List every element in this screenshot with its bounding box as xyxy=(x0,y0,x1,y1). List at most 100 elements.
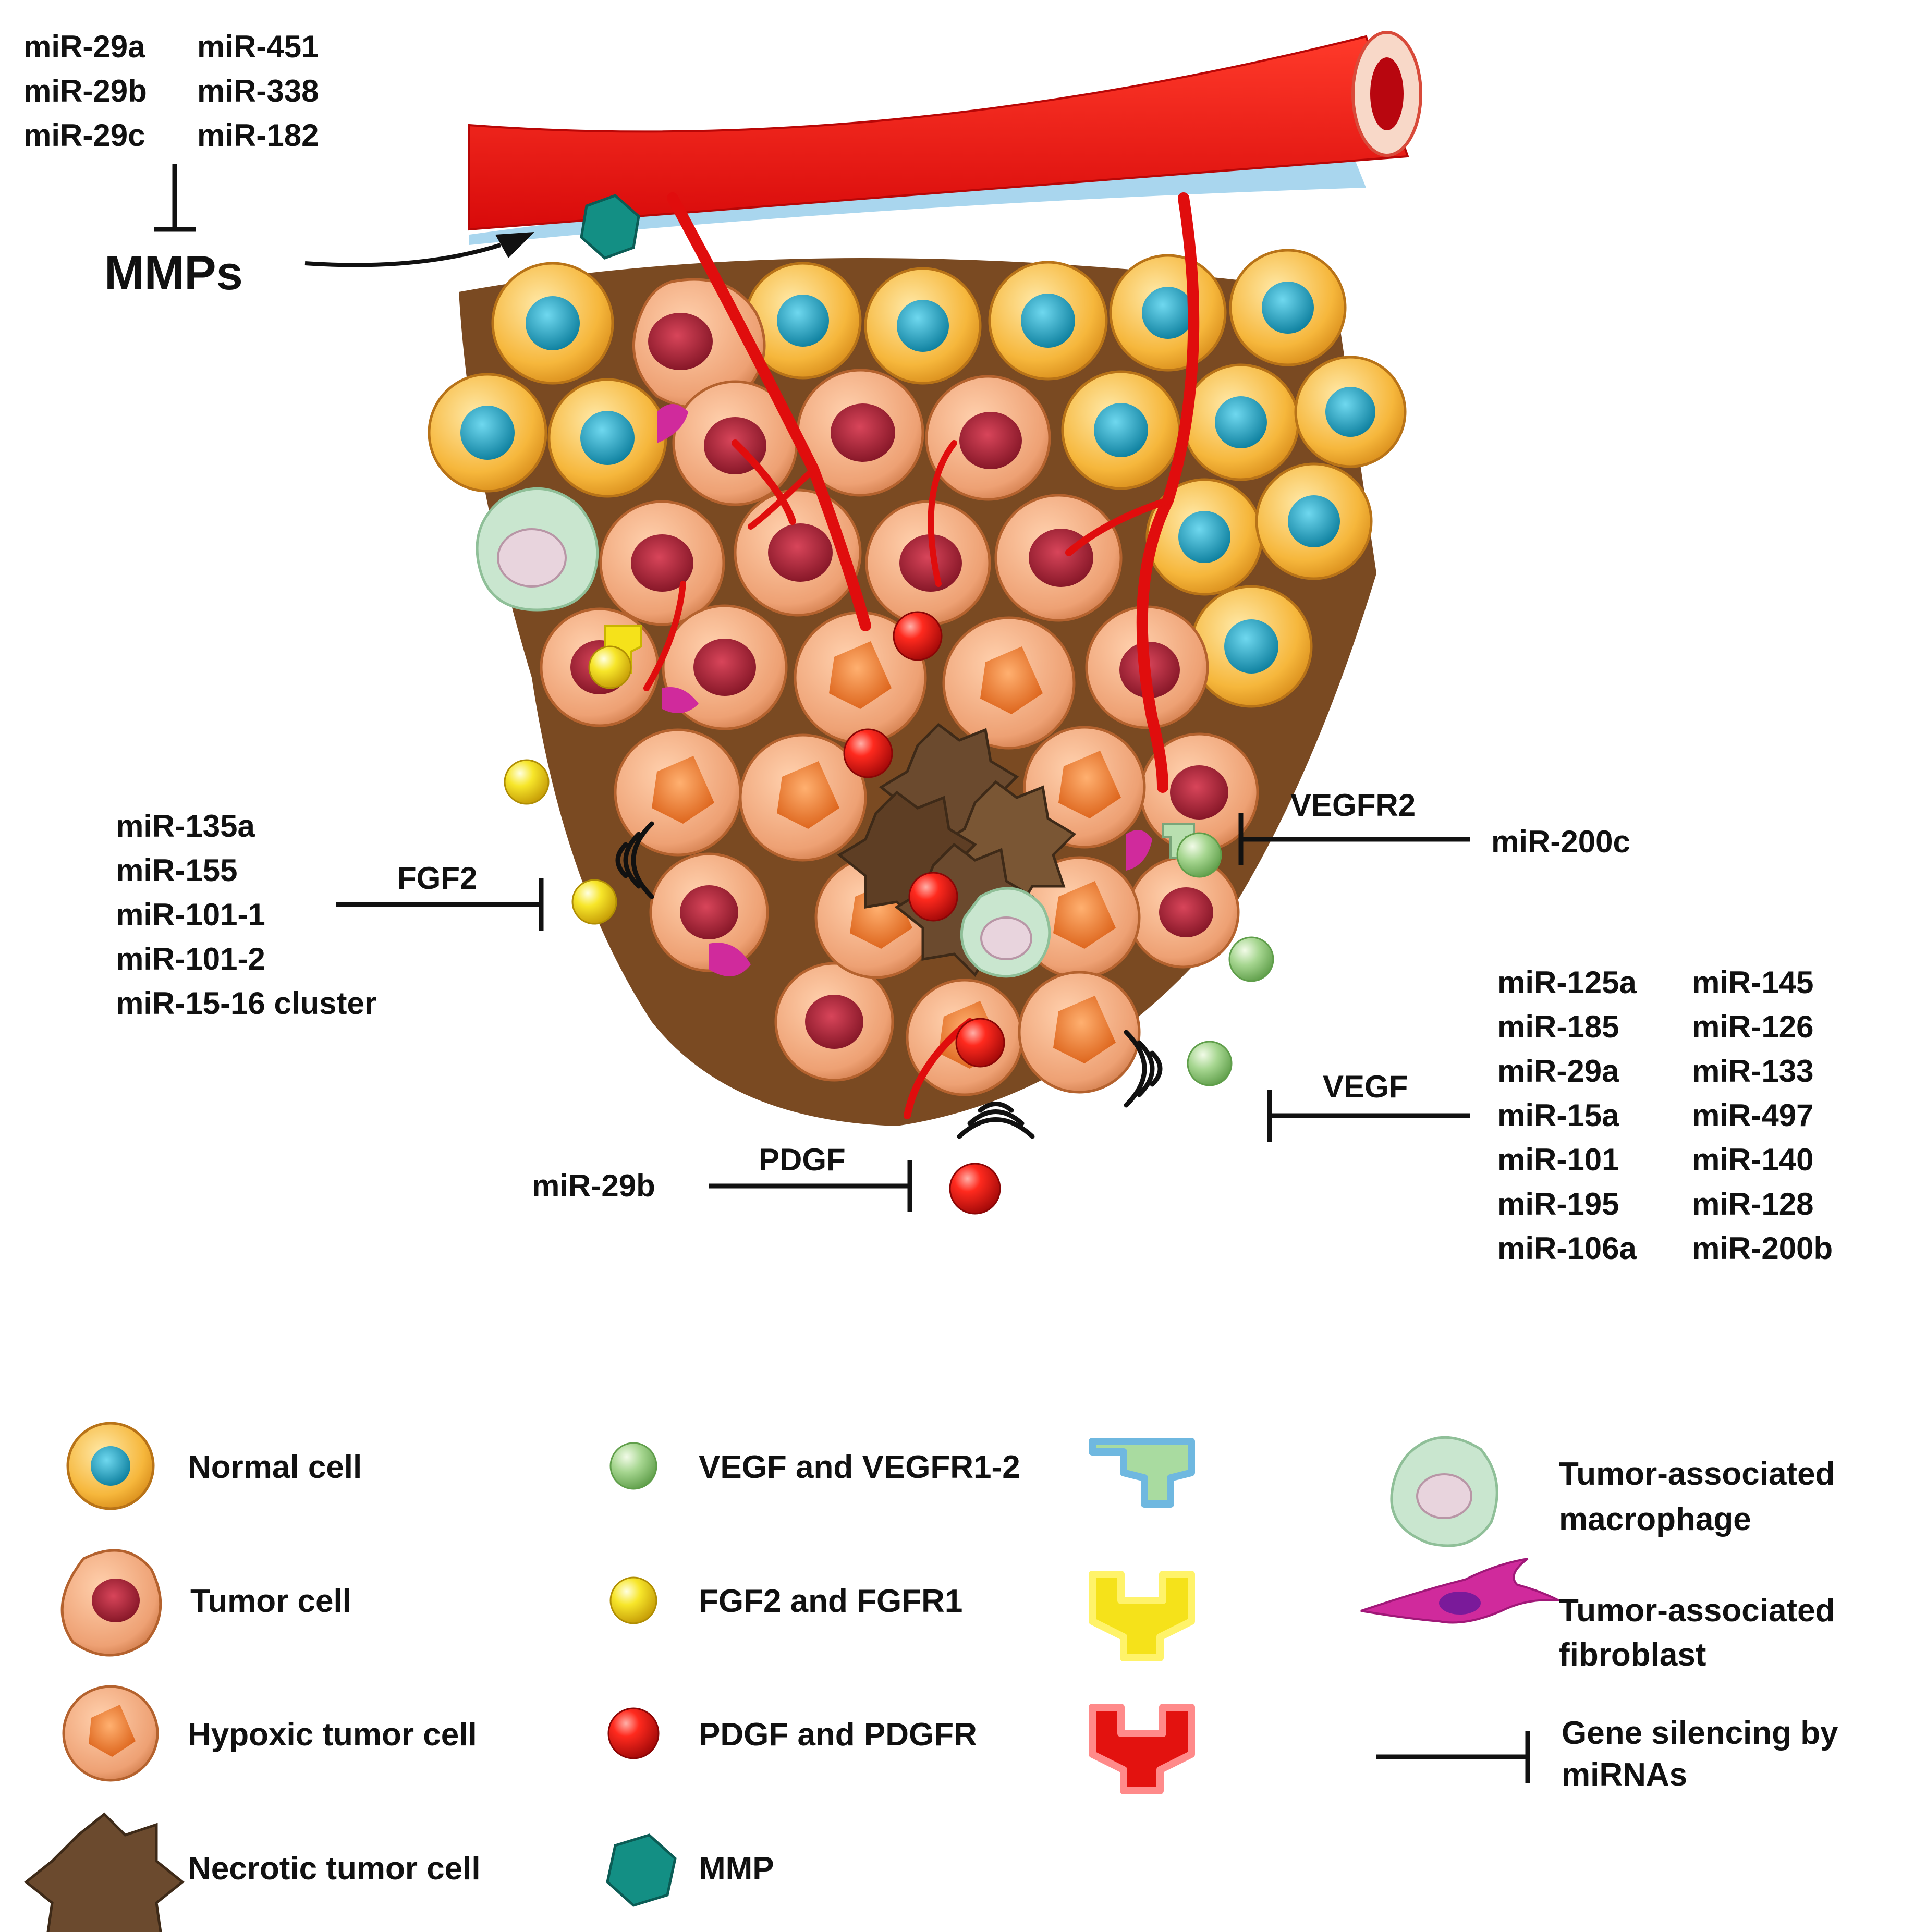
blood-vessel xyxy=(468,31,1422,1119)
vegf-mir-13: miR-128 xyxy=(1692,1187,1813,1221)
legend-fibroblast-label-1: Tumor-associated xyxy=(1559,1593,1835,1629)
normal-cell xyxy=(744,262,862,380)
pdgf-molecule xyxy=(955,1018,1005,1068)
legend-mmp-label: MMP xyxy=(699,1851,774,1887)
legend-gene-silencing-label-2: miRNAs xyxy=(1562,1757,1687,1793)
normal-cell xyxy=(547,378,667,498)
normal-cell xyxy=(1145,478,1263,596)
mmp-arrow xyxy=(304,243,502,267)
vegfr2-annotation: VEGFR2 miR-200c xyxy=(1238,788,1630,865)
legend-fgf2-icon xyxy=(609,1576,657,1624)
normal-cell xyxy=(864,267,982,385)
vessel-shadow xyxy=(469,162,1366,245)
legend-fibroblast-label-2: fibroblast xyxy=(1559,1637,1706,1673)
legend-pdgf: PDGF and PDGFR xyxy=(607,1704,1195,1794)
mmp-mir-4: miR-451 xyxy=(197,29,319,64)
legend: Normal cell Tumor cell Hypoxic tumor cel… xyxy=(23,1422,1838,1932)
legend-fgf2-label: FGF2 and FGFR1 xyxy=(699,1583,962,1619)
hypoxic-tumor-cell xyxy=(942,616,1076,750)
vegf-mir-12: miR-140 xyxy=(1692,1142,1813,1177)
legend-gene-silencing-label-1: Gene silencing by xyxy=(1562,1715,1838,1751)
legend-mmp-icon xyxy=(606,1833,677,1907)
capillaries xyxy=(643,192,1200,1119)
tumor-cell xyxy=(649,852,769,972)
mmp-molecule xyxy=(580,194,640,260)
legend-vegfr-receptor-icon xyxy=(1089,1438,1195,1508)
fgf-mir-5: miR-15-16 cluster xyxy=(116,986,376,1021)
tumor-tissue xyxy=(428,249,1407,1126)
vegf-annotation: VEGF miR-125a miR-185 miR-29a miR-15a mi… xyxy=(1267,965,1833,1266)
signal-waves xyxy=(615,821,1163,1139)
tumor-cell xyxy=(994,494,1123,622)
legend-gene-silencing: Gene silencing by miRNAs xyxy=(1376,1715,1838,1793)
pdgf-molecule xyxy=(893,611,943,661)
legend-vegf: VEGF and VEGFR1-2 xyxy=(609,1438,1195,1508)
legend-necrotic-tumor-cell-icon xyxy=(23,1812,185,1932)
legend-macrophage-label-2: macrophage xyxy=(1559,1501,1751,1537)
vegf-molecule xyxy=(1228,936,1274,982)
legend-macrophage: Tumor-associated macrophage xyxy=(1390,1436,1835,1547)
normal-cell xyxy=(988,261,1108,381)
pdgf-molecule xyxy=(949,1163,1001,1215)
legend-hypoxic-tumor-cell: Hypoxic tumor cell xyxy=(62,1685,477,1782)
fgf2-molecule xyxy=(504,759,550,805)
fgf2-molecule xyxy=(571,879,617,925)
mmps-label: MMPs xyxy=(104,247,243,300)
fibroblast xyxy=(662,687,699,713)
normal-cell xyxy=(428,373,547,493)
legend-fibroblast: Tumor-associated fibroblast xyxy=(1360,1558,1835,1673)
vegf-mir-3: miR-29a xyxy=(1497,1054,1619,1089)
normal-cell xyxy=(1190,585,1313,708)
legend-normal-cell: Normal cell xyxy=(66,1422,362,1510)
mmp-annotation: miR-29a miR-29b miR-29c miR-451 miR-338 … xyxy=(23,29,534,300)
vegf-mir-7: miR-106a xyxy=(1497,1231,1637,1266)
vegf-mir-14: miR-200b xyxy=(1692,1231,1833,1266)
legend-necrotic-tumor-cell: Necrotic tumor cell xyxy=(23,1812,481,1932)
mmp-mir-5: miR-338 xyxy=(197,74,319,108)
pdgf-molecule xyxy=(843,728,893,778)
tumor-cell xyxy=(796,369,924,497)
normal-cell xyxy=(1061,370,1181,490)
fibroblast xyxy=(709,943,751,976)
legend-fgf2: FGF2 and FGFR1 xyxy=(609,1571,1195,1661)
macrophage-large xyxy=(476,487,599,612)
vegf-molecule xyxy=(1176,832,1222,878)
vegf-mir-11: miR-497 xyxy=(1692,1098,1813,1133)
hypoxic-tumor-cell xyxy=(1018,971,1141,1094)
legend-macrophage-label-1: Tumor-associated xyxy=(1559,1456,1835,1492)
fibroblast xyxy=(1126,830,1152,871)
hypoxic-tumor-cell xyxy=(614,728,742,857)
fgf2-label: FGF2 xyxy=(397,861,477,896)
tumor-cell xyxy=(774,962,894,1082)
hypoxic-tumor-cell xyxy=(739,733,867,862)
hypoxic-tumor-cell xyxy=(794,611,927,744)
vegf-mir-6: miR-195 xyxy=(1497,1187,1619,1221)
legend-vegf-icon xyxy=(609,1442,657,1490)
mir-200c-label: miR-200c xyxy=(1491,824,1630,859)
normal-cell xyxy=(1255,462,1373,580)
normal-cell xyxy=(1109,254,1227,372)
tumor-cell xyxy=(865,500,991,626)
vegf-label: VEGF xyxy=(1323,1069,1408,1104)
legend-necrotic-tumor-cell-label: Necrotic tumor cell xyxy=(188,1851,481,1887)
pdgf-annotation: PDGF miR-29b xyxy=(532,1142,912,1212)
vegfr2-label: VEGFR2 xyxy=(1290,788,1416,823)
normal-cell xyxy=(1294,356,1407,468)
legend-pdgf-icon xyxy=(607,1707,660,1759)
vessel-lumen xyxy=(1370,57,1404,130)
legend-fibroblast-icon xyxy=(1360,1558,1559,1624)
fgf-mir-3: miR-101-1 xyxy=(116,897,265,932)
tumor-cell xyxy=(1127,856,1240,969)
legend-vegf-label: VEGF and VEGFR1-2 xyxy=(699,1449,1020,1485)
factor-molecules xyxy=(504,194,1274,1215)
vegf-mir-4: miR-15a xyxy=(1497,1098,1619,1133)
fgf-mir-4: miR-101-2 xyxy=(116,941,265,976)
mmp-mir-1: miR-29a xyxy=(23,29,145,64)
mmp-arrowhead xyxy=(495,232,534,258)
fgf2-annotation: miR-135a miR-155 miR-101-1 miR-101-2 miR… xyxy=(116,809,544,1021)
hypoxic-tumor-cell xyxy=(1023,726,1146,849)
vegf-mir-2: miR-185 xyxy=(1497,1009,1619,1044)
mmp-mir-6: miR-182 xyxy=(197,118,319,153)
legend-pdgf-label: PDGF and PDGFR xyxy=(699,1717,977,1753)
